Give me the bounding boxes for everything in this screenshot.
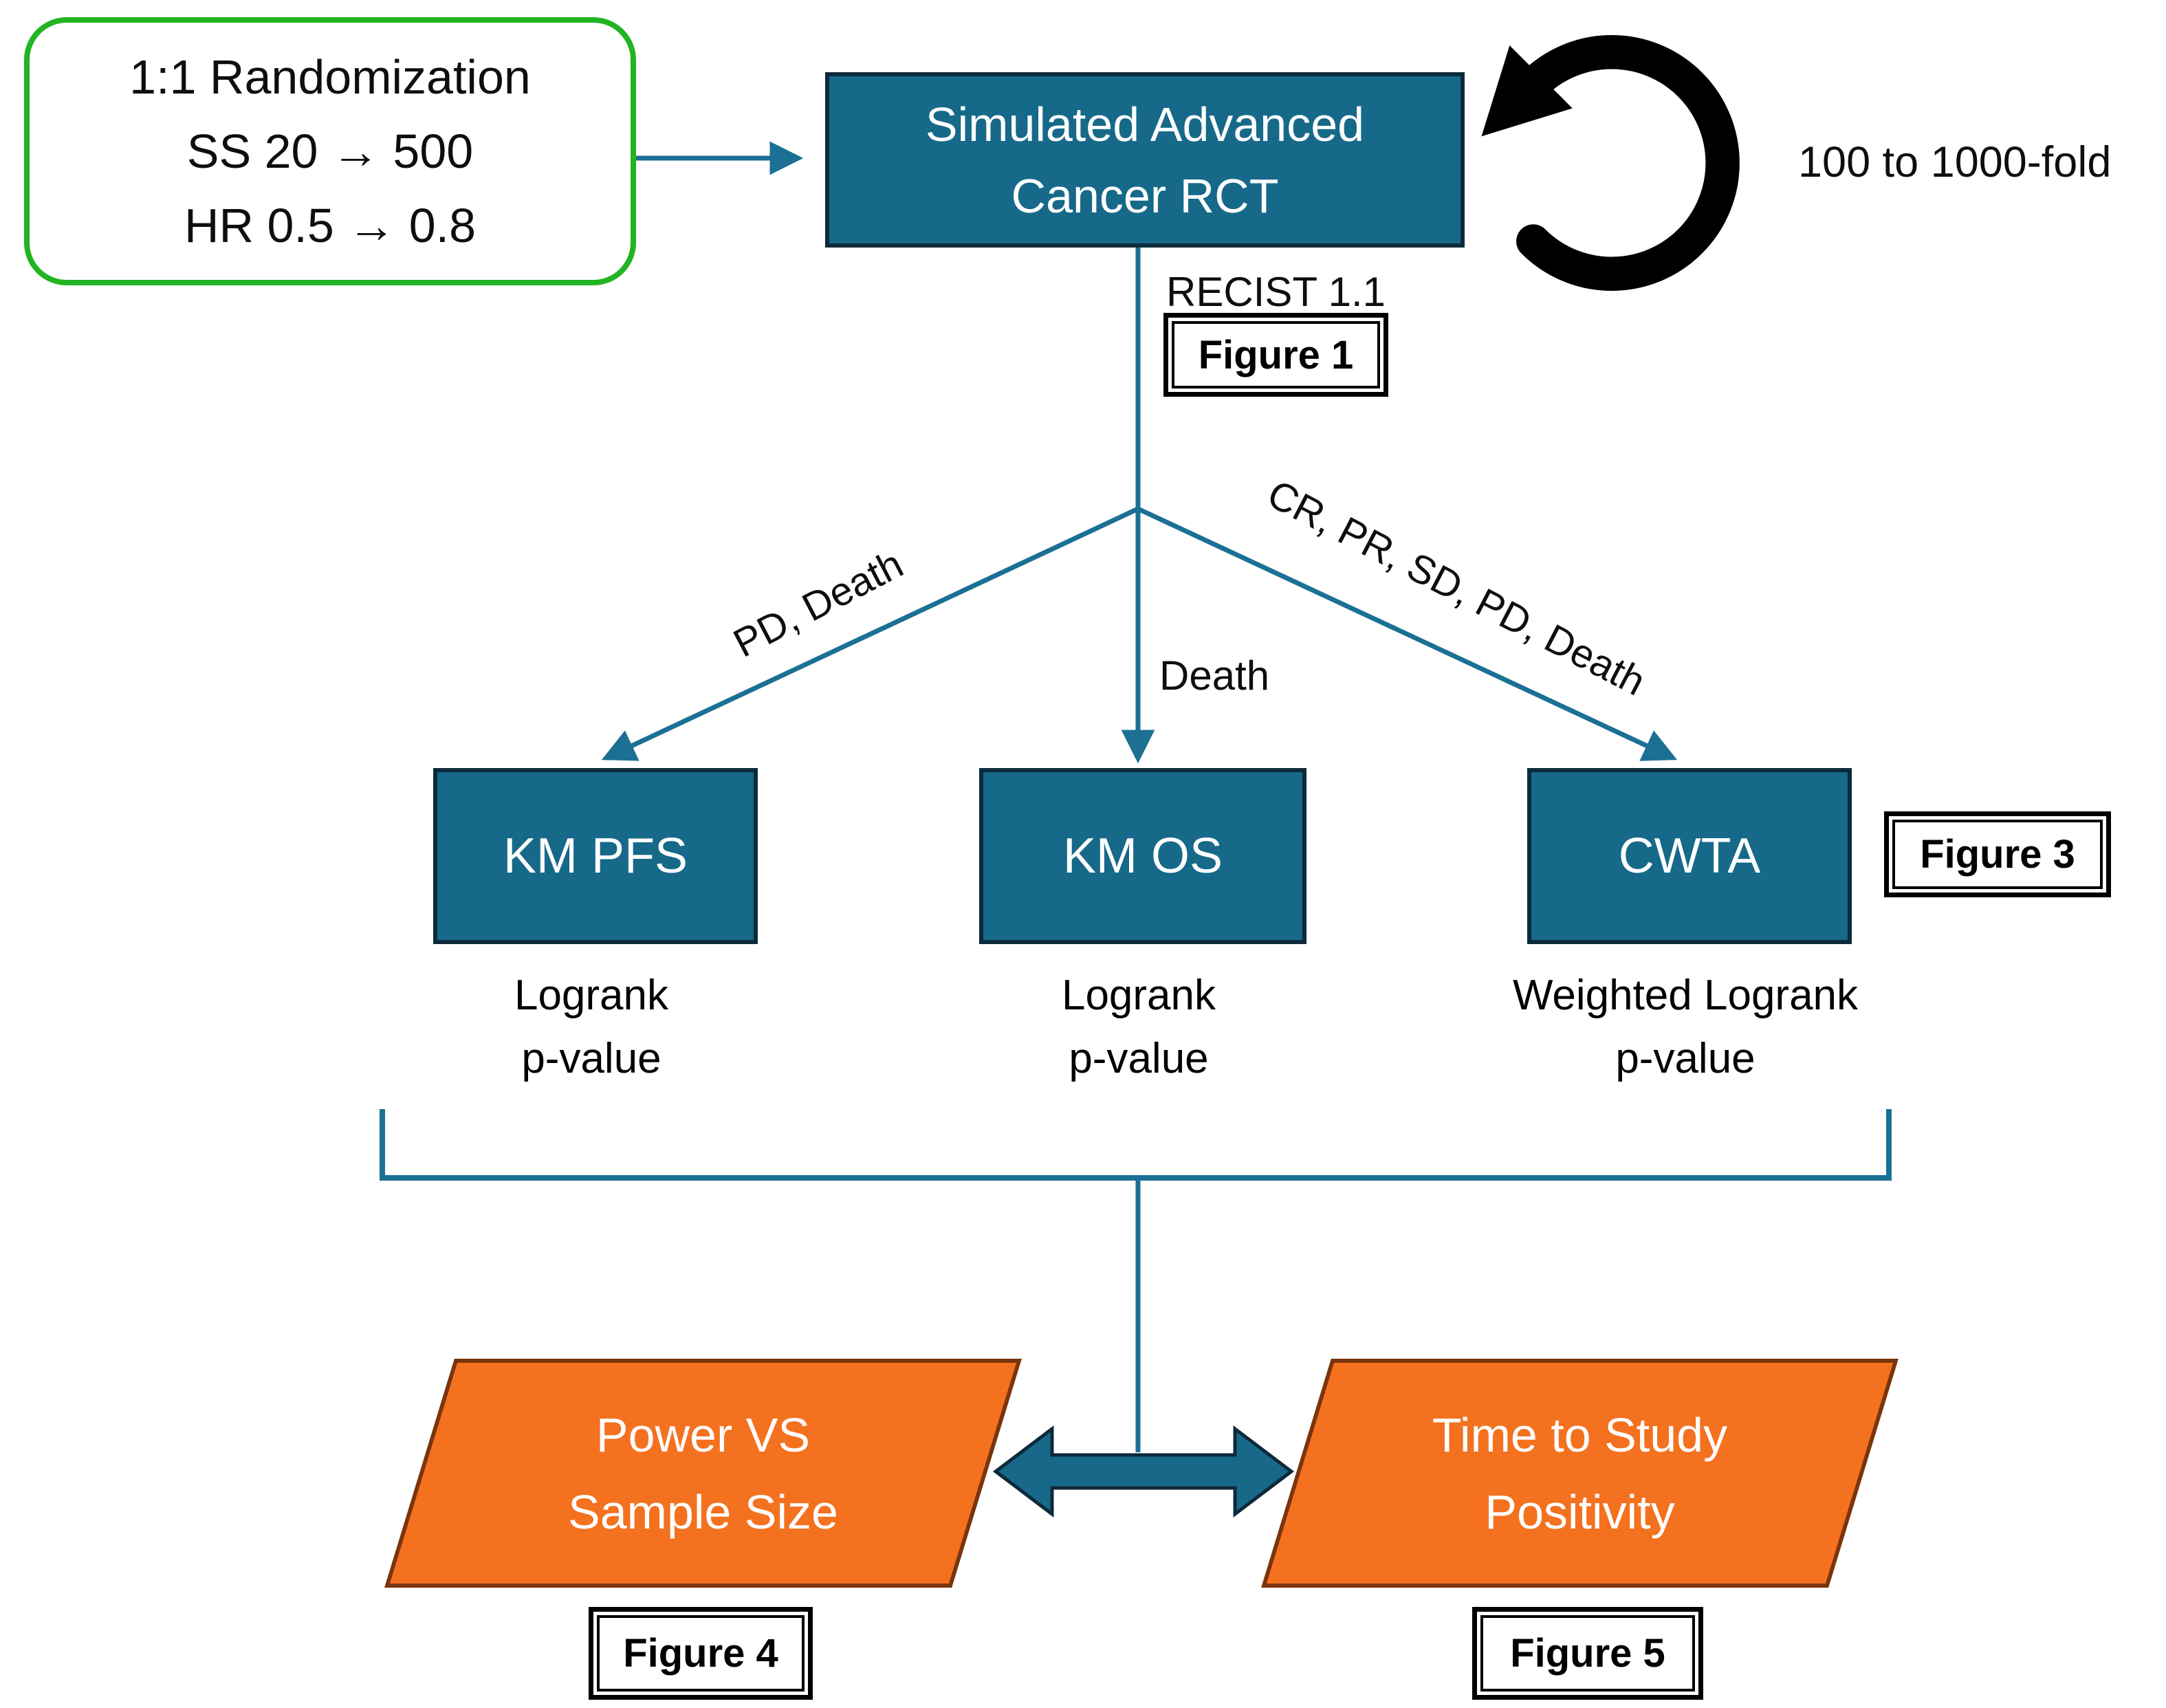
stat-label-cwta: Weighted Logrank p-value — [1445, 964, 1926, 1091]
rct-box: Simulated Advanced Cancer RCT — [825, 72, 1465, 248]
endpoint-label: CWTA — [1618, 829, 1761, 884]
double-arrow — [992, 1425, 1295, 1518]
stat-line-2: p-value — [1069, 1035, 1209, 1082]
output-text: Time to Study Positivity — [1300, 1363, 1859, 1584]
stat-label-km-pfs: Logrank p-value — [351, 964, 832, 1091]
figure4-tag: Figure 4 — [589, 1607, 813, 1700]
stat-line-2: p-value — [521, 1035, 661, 1082]
figure3-tag: Figure 3 — [1884, 811, 2111, 897]
output-line-1: Time to Study — [1432, 1408, 1728, 1462]
output-parallelogram-power-vs-sample-size: Power VS Sample Size — [384, 1359, 1022, 1588]
stat-line-2: p-value — [1615, 1035, 1755, 1082]
loop-count-label: 100 to 1000-fold — [1798, 138, 2112, 186]
figure5-tag: Figure 5 — [1472, 1607, 1703, 1700]
endpoint-label: KM OS — [1062, 829, 1223, 884]
collector-bracket — [380, 1109, 1892, 1181]
stat-line-1: Logrank — [514, 972, 669, 1019]
stat-line-1: Logrank — [1061, 972, 1216, 1019]
output-line-1: Power VS — [595, 1408, 811, 1462]
rct-line-2: Cancer RCT — [1011, 168, 1279, 223]
stat-line-1: Weighted Logrank — [1512, 972, 1859, 1019]
branch-label-death: Death — [1159, 653, 1270, 699]
inputs-line-2: SS 20 → 500 — [186, 124, 474, 178]
branch-label-pd-death: PD, Death — [726, 541, 910, 666]
stat-label-km-os: Logrank p-value — [898, 964, 1379, 1091]
output-parallelogram-time-to-positivity: Time to Study Positivity — [1261, 1359, 1899, 1588]
endpoint-box-km-pfs: KM PFS — [433, 768, 758, 944]
arrow-to-km-pfs — [601, 506, 1139, 761]
inputs-line-3: HR 0.5 → 0.8 — [184, 199, 477, 252]
output-text: Power VS Sample Size — [424, 1363, 983, 1584]
figure1-tag: Figure 1 — [1163, 313, 1388, 397]
loop-arrow-icon — [1481, 35, 1740, 291]
recist-label: RECIST 1.1 — [1166, 269, 1386, 315]
rct-line-1: Simulated Advanced — [925, 97, 1365, 151]
randomization-inputs-box: 1:1 Randomization SS 20 → 500 HR 0.5 → 0… — [24, 17, 636, 285]
branch-label-cr-pr-sd-pd-death: CR, PR, SD, PD, Death — [1260, 471, 1653, 705]
endpoint-box-km-os: KM OS — [979, 768, 1306, 944]
inputs-line-1: 1:1 Randomization — [129, 50, 531, 104]
endpoint-label: KM PFS — [503, 829, 688, 884]
endpoint-box-cwta: CWTA — [1527, 768, 1852, 944]
output-line-2: Positivity — [1485, 1485, 1675, 1539]
output-line-2: Sample Size — [568, 1485, 838, 1539]
